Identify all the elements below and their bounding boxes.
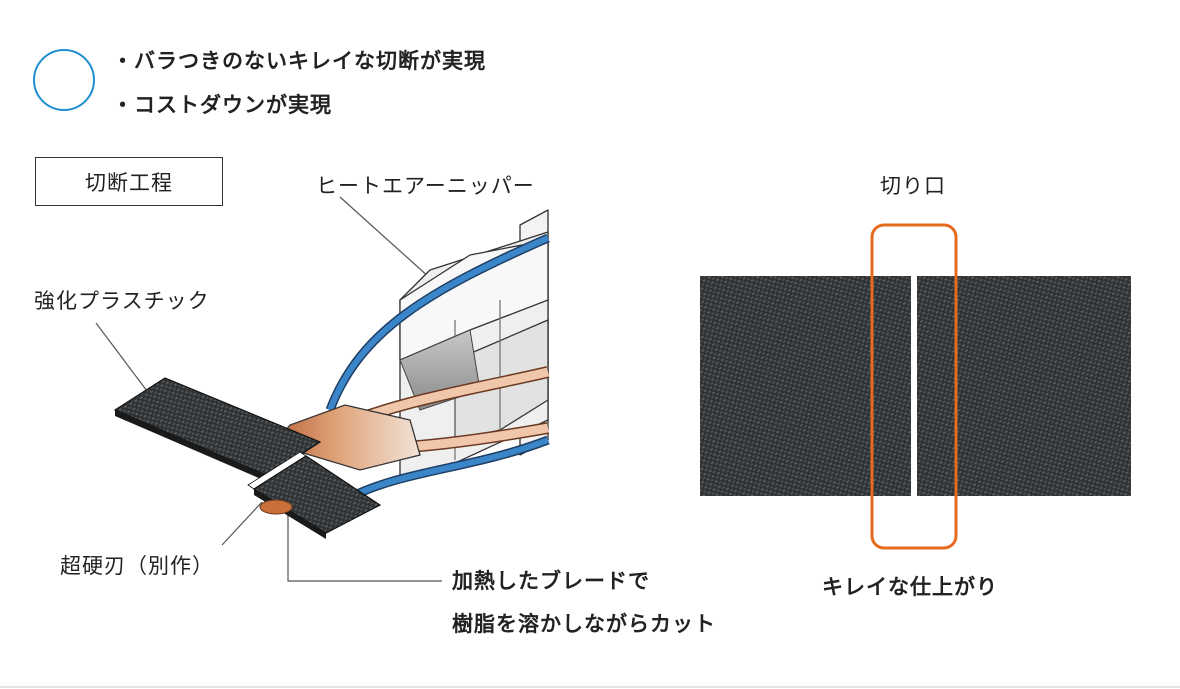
blade-leader-line bbox=[221, 501, 263, 546]
nipper-label: ヒートエアーニッパー bbox=[316, 174, 535, 198]
blade-desc-line1: 加熱したブレードで bbox=[452, 569, 650, 593]
heated-blade bbox=[256, 404, 421, 471]
process-title: 切断工程 bbox=[85, 170, 173, 195]
carbide-blade-label: 超硬刃（別作） bbox=[60, 554, 214, 578]
cut-sample-right bbox=[917, 276, 1131, 496]
blade-desc-line2: 樹脂を溶かしながらカット bbox=[452, 612, 716, 636]
bottom-divider bbox=[0, 686, 1180, 688]
plastic-label: 強化プラスチック bbox=[34, 289, 210, 313]
result-label: キレイな仕上がり bbox=[822, 575, 998, 599]
plastic-leader-line bbox=[95, 322, 151, 396]
merit-circle-icon bbox=[33, 49, 95, 111]
cut-highlight-box bbox=[870, 223, 958, 550]
carbide-blade bbox=[259, 499, 293, 515]
cut-edge-label: 切り口 bbox=[880, 174, 946, 198]
blade-desc-leader-line bbox=[287, 512, 442, 582]
process-title-box: 切断工程 bbox=[35, 157, 223, 206]
merit-item-2: ・コストダウンが実現 bbox=[112, 93, 332, 117]
cut-sample-left bbox=[700, 276, 911, 496]
merit-item-1: ・バラつきのないキレイな切断が実現 bbox=[112, 49, 486, 73]
nipper-leader-line bbox=[339, 196, 431, 279]
plastic-strip-right bbox=[252, 455, 382, 534]
